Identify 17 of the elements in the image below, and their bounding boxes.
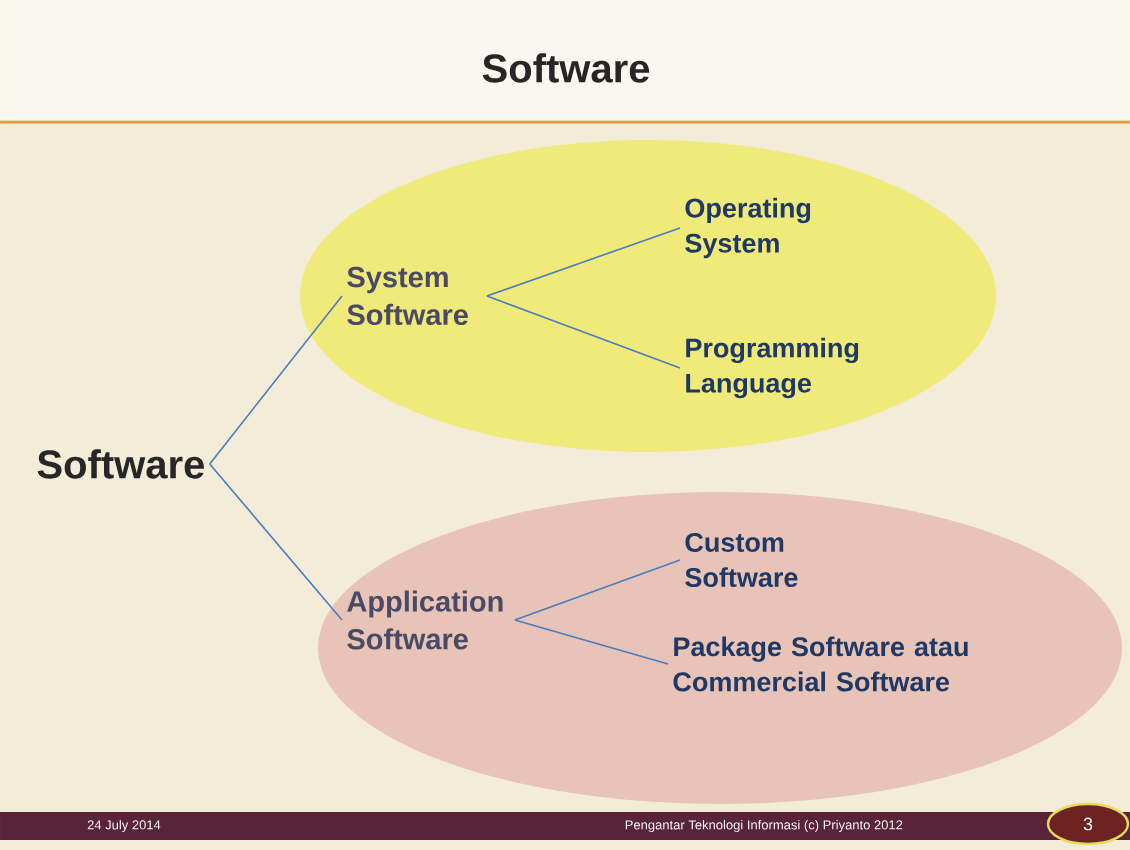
page-number: 3 [1046, 802, 1130, 846]
ellipse-shape [318, 492, 1122, 804]
connector-line [486, 295, 681, 369]
ellipse-shape [300, 140, 996, 452]
node-label: System Software [347, 266, 468, 326]
node-label: Operating System [685, 197, 811, 259]
node-label: Programming Language [686, 337, 859, 399]
node-label: Software [37, 449, 204, 479]
node-label: Package Software atau Commercial Software [673, 636, 968, 692]
connector-line [486, 227, 681, 297]
node-label: Custom Software [685, 532, 798, 588]
connector-line [208, 295, 343, 465]
connector-line [208, 463, 343, 621]
connector-line [514, 619, 669, 665]
connector-line [514, 559, 681, 621]
title: Software [482, 53, 650, 83]
node-label: Application Software [347, 590, 503, 650]
